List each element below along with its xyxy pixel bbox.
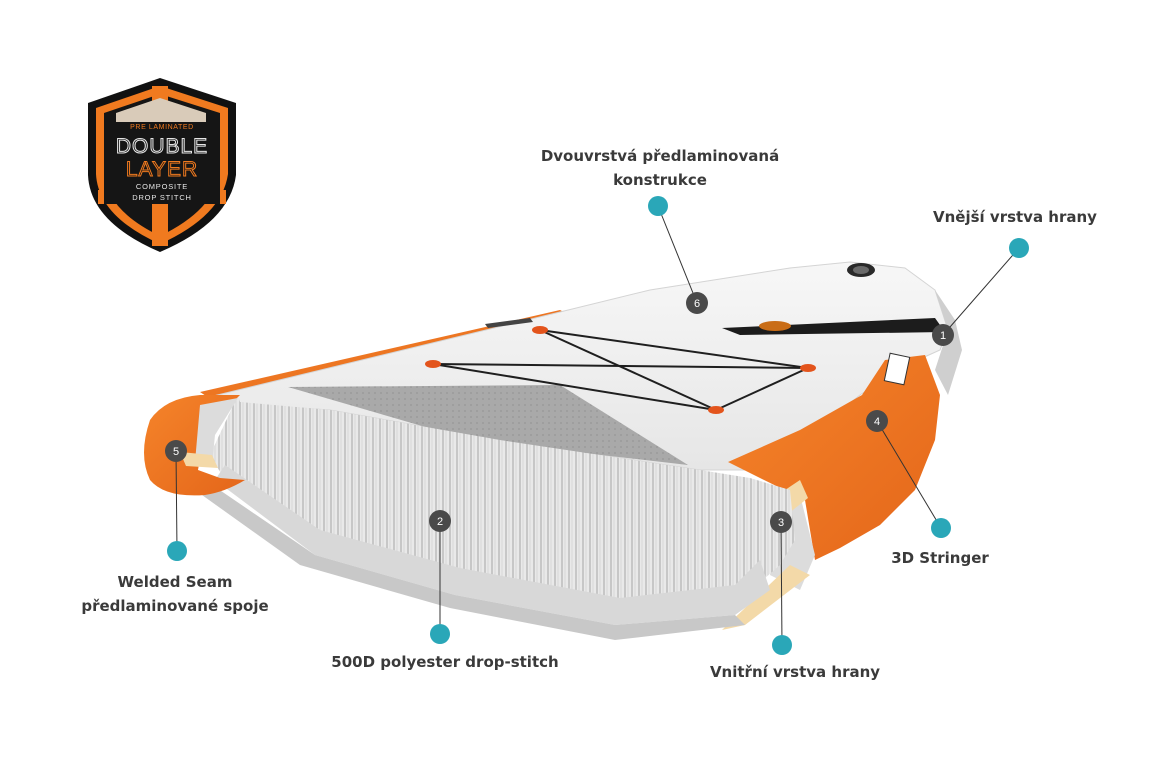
callout-3-label: Vnitřní vrstva hrany [690, 660, 900, 684]
deck-handle-slot [485, 318, 533, 328]
bottom-beige-strip [722, 565, 810, 630]
callout-6: 6 [648, 196, 708, 314]
callout-2-number: 2 [437, 516, 443, 528]
callout-2-label-line1: 500D polyester drop-stitch [331, 653, 559, 671]
paddleboard-illustration [144, 261, 962, 640]
bottom-skin [195, 480, 745, 640]
callout-5-number: 5 [173, 446, 179, 458]
callout-1-leader [942, 247, 1020, 336]
callout-5-number-marker [165, 440, 187, 462]
callout-2-number-marker [429, 510, 451, 532]
bungee-cords [432, 329, 809, 411]
callout-3-number: 3 [778, 517, 784, 529]
callout-6-label: Dvouvrstvá předlaminovaná konstrukce [500, 144, 820, 192]
callout-3-label-line1: Vnitřní vrstva hrany [709, 663, 881, 681]
callout-5-teal-dot [167, 541, 187, 561]
badge-line-double: DOUBLE [116, 135, 208, 158]
left-seam-beige [180, 452, 218, 468]
right-rail-orange [728, 355, 940, 560]
callout-4-label-line1: 3D Stringer [891, 549, 989, 567]
callout-1: 1 [932, 238, 1029, 346]
callout-6-number: 6 [694, 298, 700, 310]
badge-line-dropstitch: DROP STITCH [132, 193, 192, 202]
left-end-cap [144, 395, 245, 496]
bungee-anchors [425, 326, 816, 414]
callout-1-number: 1 [940, 330, 946, 342]
deck-logo-mark [759, 321, 791, 331]
callout-4-number-marker [866, 410, 888, 432]
callout-3: 3 [770, 511, 792, 655]
callout-2-label: 500D polyester drop-stitch [300, 650, 590, 674]
left-end-inner [195, 398, 238, 465]
callout-5-label: Welded Seam předlaminované spoje [60, 570, 290, 618]
traction-pad [288, 385, 688, 465]
callout-2-teal-dot [430, 624, 450, 644]
leash-plug-ring [853, 266, 869, 274]
callout-5-label-line2: předlaminované spoje [81, 597, 269, 615]
callout-6-label-line2: konstrukce [613, 171, 707, 189]
callout-4-label: 3D Stringer [860, 546, 1020, 570]
callout-4-leader [876, 420, 942, 529]
callout-6-label-line1: Dvouvrstvá předlaminovaná [540, 147, 780, 165]
callout-6-leader [657, 205, 698, 304]
badge-line-layer: LAYER [126, 158, 198, 181]
callout-5-label-line1: Welded Seam [117, 573, 233, 591]
callout-6-teal-dot [648, 196, 668, 216]
dropstitch-core [210, 395, 795, 612]
callout-4: 4 [866, 410, 951, 538]
badge-top-panel [116, 98, 206, 124]
callout-1-number-marker [932, 324, 954, 346]
callout-4-teal-dot [931, 518, 951, 538]
callout-3-leader [780, 521, 783, 646]
rail-sticker [883, 352, 911, 386]
callout-5-leader [175, 450, 178, 552]
badge-line-prelaminated: PRE LAMINATED [130, 124, 194, 131]
double-layer-badge: PRE LAMINATED DOUBLE LAYER COMPOSITE DRO… [88, 78, 236, 252]
callout-5: 5 [165, 440, 187, 561]
callout-1-label: Vnější vrstva hrany [905, 205, 1125, 229]
callout-2: 2 [429, 510, 451, 644]
callout-4-number: 4 [874, 416, 880, 428]
badge-line-composite: COMPOSITE [136, 182, 188, 191]
callout-1-teal-dot [1009, 238, 1029, 258]
badge-text-panel [104, 122, 220, 204]
callout-1-label-line1: Vnější vrstva hrany [933, 208, 1097, 226]
callout-3-number-marker [770, 511, 792, 533]
callout-6-number-marker [686, 292, 708, 314]
callout-3-teal-dot [772, 635, 792, 655]
core-inner-wall [215, 465, 770, 625]
